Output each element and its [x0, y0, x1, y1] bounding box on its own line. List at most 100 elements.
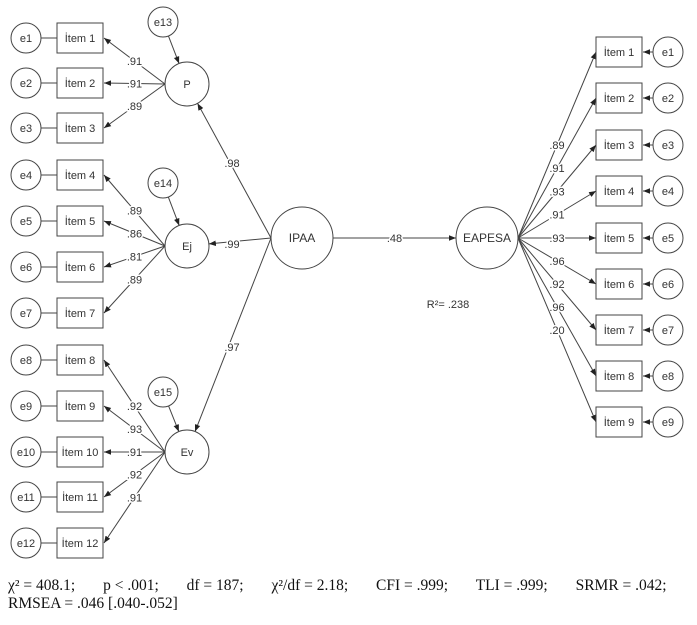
second-order-loading: .99	[224, 239, 239, 251]
error-circle-e7	[10, 297, 42, 329]
error-circle-e5	[652, 222, 684, 254]
error-circle-e2	[10, 67, 42, 99]
loading-label: .20	[549, 325, 564, 337]
loading-label: .89	[127, 101, 142, 113]
error-circle-e2-label: e2	[20, 78, 32, 90]
second-order-path	[197, 103, 272, 239]
factor-P-label: P	[183, 79, 190, 91]
factor-P	[164, 61, 210, 107]
error-circle-e11	[10, 481, 42, 513]
disturbance-path	[167, 196, 180, 226]
error-circle-e4-label: e4	[20, 170, 32, 182]
indicator-box-label: İtem 2	[65, 77, 96, 90]
disturbance-circle-e14-label: e14	[154, 178, 172, 190]
indicator-box-label: İtem 2	[604, 92, 635, 105]
factor-Ej-label: Ej	[182, 241, 192, 253]
loading-path	[103, 174, 166, 247]
loading-path	[103, 220, 166, 247]
error-circle-e12	[10, 527, 42, 559]
error-circle-e1	[10, 22, 42, 54]
error-circle-e3-label: e3	[20, 123, 32, 135]
error-circle-e9-label: e9	[662, 417, 674, 429]
loading-label: .91	[549, 210, 564, 222]
second-order-loading: .97	[224, 342, 239, 354]
loading-path	[103, 80, 166, 86]
latent-IPAA-label: IPAA	[289, 231, 315, 245]
error-circle-e9	[652, 406, 684, 438]
fit-df: df = 187;	[186, 577, 244, 594]
indicator-box-label: İtem 5	[65, 215, 96, 228]
indicator-box	[56, 251, 104, 283]
loading-label: .92	[549, 279, 564, 291]
error-circle-e8-label: e8	[662, 371, 674, 383]
error-circle-e5-label: e5	[662, 233, 674, 245]
error-circle-e8-label: e8	[20, 355, 32, 367]
error-circle-e8	[652, 360, 684, 392]
error-circle-e2	[652, 82, 684, 114]
indicator-box-label: İtem 9	[65, 400, 96, 413]
indicator-box	[56, 67, 104, 99]
indicator-box-label: İtem 10	[62, 446, 99, 459]
second-order-loading: .98	[224, 158, 239, 170]
loading-path	[103, 37, 166, 85]
indicator-box	[595, 360, 643, 392]
indicator-box	[56, 390, 104, 422]
disturbance-circle-e13-label: e13	[154, 17, 172, 29]
loading-path	[103, 451, 166, 498]
indicator-box	[595, 314, 643, 346]
indicator-box	[56, 112, 104, 144]
error-circle-e1-label: e1	[662, 47, 674, 59]
fit-indices: χ² = 408.1; p < .001; df = 187; χ²/df = …	[8, 577, 667, 613]
indicator-box	[56, 22, 104, 54]
disturbance-circle-e15-label: e15	[154, 387, 172, 399]
error-circle-e10	[10, 436, 42, 468]
indicator-box-label: İtem 9	[604, 416, 635, 429]
indicator-box	[56, 436, 104, 468]
error-circle-e7	[652, 314, 684, 346]
indicator-box	[595, 82, 643, 114]
fit-p: p < .001;	[103, 577, 159, 594]
factor-Ej	[164, 223, 210, 269]
loading-path	[103, 83, 166, 129]
indicator-box-label: İtem 3	[604, 139, 635, 152]
loading-label: .89	[127, 275, 142, 287]
indicator-box-label: İtem 4	[65, 169, 96, 182]
error-circle-e1	[652, 36, 684, 68]
loading-path	[517, 237, 597, 377]
factor-Ev-label: Ev	[181, 447, 194, 459]
loading-label: .81	[127, 252, 142, 264]
loading-path	[103, 245, 166, 268]
error-circle-e8	[10, 344, 42, 376]
disturbance-path	[167, 35, 180, 64]
indicator-box-label: İtem 6	[604, 278, 635, 291]
indicator-box	[595, 36, 643, 68]
loading-path	[517, 237, 597, 331]
loading-label: .89	[127, 206, 142, 218]
loading-path	[517, 51, 597, 239]
indicator-box-label: İtem 5	[604, 232, 635, 245]
fit-chi2df: χ²/df = 2.18;	[271, 577, 349, 594]
indicator-box-label: İtem 12	[62, 537, 99, 550]
fit-cfi: CFI = .999;	[376, 577, 449, 594]
indicator-box	[56, 297, 104, 329]
error-circle-e12-label: e12	[17, 538, 35, 550]
indicator-box-label: İtem 3	[65, 122, 96, 135]
indicator-box	[56, 205, 104, 237]
loading-label: .96	[549, 256, 564, 268]
indicator-box-label: İtem 7	[65, 307, 96, 320]
indicator-box-label: İtem 4	[604, 185, 635, 198]
disturbance-path	[168, 405, 180, 432]
indicator-box-label: İtem 1	[65, 32, 96, 45]
indicator-box-label: İtem 8	[65, 354, 96, 367]
indicator-box-label: İtem 1	[604, 46, 635, 59]
error-circle-e9	[10, 390, 42, 422]
loading-path	[103, 451, 166, 544]
loading-label: .89	[549, 140, 564, 152]
factor-Ev	[164, 429, 210, 475]
fit-rmsea: RMSEA = .046 [.040-.052]	[8, 595, 178, 612]
error-circle-e3-label: e3	[662, 140, 674, 152]
latent-IPAA	[270, 206, 334, 270]
loading-label: .93	[549, 233, 564, 245]
loading-path	[517, 237, 597, 423]
fit-chi2: χ² = 408.1;	[8, 577, 76, 594]
